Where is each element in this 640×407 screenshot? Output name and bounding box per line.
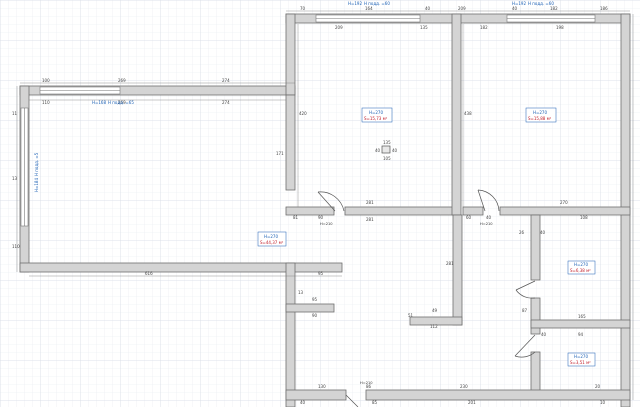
window-top-mid-sill: H подд. =60 bbox=[364, 1, 390, 6]
dim-hall-mid-1: 90 bbox=[312, 313, 318, 318]
dim-hall-left-1: 13 bbox=[298, 290, 304, 295]
window-left-top-sill: H подд. =65 bbox=[108, 100, 134, 105]
dim-partition-3: 281 bbox=[366, 200, 374, 205]
dim-partition-right-1: 60 bbox=[466, 215, 472, 220]
window-top-right-label: H=192 bbox=[512, 1, 526, 6]
dim-living-inner-3: 274 bbox=[222, 100, 230, 105]
dim-bottom-2: 86 bbox=[366, 384, 372, 389]
dim-bottom-4: 20 bbox=[595, 384, 601, 389]
dim-bath-1: 165 bbox=[578, 314, 586, 319]
dim-left-2: 13 bbox=[12, 176, 18, 181]
door-mid-room-label: H=210 bbox=[320, 222, 333, 226]
column-size-bottom: 105 bbox=[383, 156, 391, 161]
dim-right-inner-1: 182 bbox=[480, 25, 488, 30]
window-top-right-sill: H подд. =60 bbox=[528, 1, 554, 6]
room-right-height: H=270 bbox=[533, 110, 547, 115]
dim-mid-inner-2: 135 bbox=[420, 25, 428, 30]
door-labels: H=210 H=210 H=210 bbox=[320, 222, 493, 385]
column-size-top: 135 bbox=[383, 140, 391, 145]
dim-bottom-extra-4: 10 bbox=[600, 400, 606, 405]
dim-right-inner-2: 198 bbox=[556, 25, 564, 30]
dim-bottom-1: 130 bbox=[318, 384, 326, 389]
dim-living-bottom-2: 95 bbox=[318, 271, 324, 276]
dim-living-inner-2: 269 bbox=[118, 100, 126, 105]
dim-bath-2: 40 bbox=[541, 332, 547, 337]
door-right-room-label: H=210 bbox=[480, 222, 493, 226]
window-left-side-label: H=184 bbox=[34, 178, 39, 192]
room-bath-1-label: H=270 S=6,38 м² bbox=[567, 260, 596, 275]
dim-partition-right-2: 40 bbox=[486, 215, 492, 220]
column-size-side: 40 bbox=[375, 148, 381, 153]
room-labels: H=270 S=44,37 м² H=270 S=15,73 м² H=270 … bbox=[257, 107, 596, 367]
room-living-height: H=270 bbox=[264, 234, 278, 239]
dimension-texts: 70 164 40 209 40 182 186 209 135 182 198… bbox=[12, 6, 608, 405]
window-left-top-label: H=168 bbox=[92, 100, 106, 105]
dim-hall-left-2: 95 bbox=[312, 297, 318, 302]
walls bbox=[19, 13, 631, 407]
dim-bottom-extra-1: 40 bbox=[300, 400, 306, 405]
dim-bottom-extra-2: 85 bbox=[372, 400, 378, 405]
room-living-label: H=270 S=44,37 м² bbox=[257, 231, 287, 247]
dim-top-2: 164 bbox=[365, 6, 373, 11]
room-mid-height: H=270 bbox=[369, 110, 383, 115]
room-mid-label: H=270 S=15,73 м² bbox=[361, 107, 393, 123]
dim-top-6: 182 bbox=[550, 6, 558, 11]
room-bath-2-height: H=270 bbox=[574, 354, 588, 359]
dim-living-top-3: 274 bbox=[222, 78, 230, 83]
dim-corridor-1: 26 bbox=[519, 230, 525, 235]
dim-hall-mid-2: 112 bbox=[430, 324, 438, 329]
dim-top-1: 70 bbox=[300, 6, 306, 11]
dim-partition-2: 90 bbox=[318, 215, 324, 220]
column bbox=[381, 145, 391, 154]
dim-living-top-2: 269 bbox=[118, 78, 126, 83]
dim-partition-1: 81 bbox=[293, 215, 299, 220]
dim-bottom-extra-3: 201 bbox=[468, 400, 476, 405]
dim-top-3: 40 bbox=[425, 6, 431, 11]
dim-top-4: 209 bbox=[458, 6, 466, 11]
dim-bath-4: 87 bbox=[522, 308, 528, 313]
dim-partition-4: 281 bbox=[366, 217, 374, 222]
dim-top-7: 186 bbox=[600, 6, 608, 11]
column-size-right: 40 bbox=[392, 148, 398, 153]
room-mid-area: S=15,73 м² bbox=[364, 116, 388, 121]
dim-partition-right-3: 270 bbox=[560, 200, 568, 205]
dim-living-right-1: 171 bbox=[276, 151, 284, 156]
room-right-area: S=15,88 м² bbox=[528, 116, 552, 121]
dim-bottom-3: 230 bbox=[460, 384, 468, 389]
dim-living-inner-1: 110 bbox=[42, 100, 50, 105]
dimension-lines bbox=[16, 10, 634, 400]
dim-living-bottom-1: 616 bbox=[145, 271, 153, 276]
dim-corridor-3: 108 bbox=[580, 215, 588, 220]
dim-top-5: 40 bbox=[512, 6, 518, 11]
dim-left-1: 11 bbox=[12, 111, 18, 116]
window-labels: H=192 H подд. =60 H=192 H подд. =60 H=16… bbox=[34, 1, 554, 192]
room-right-label: H=270 S=15,88 м² bbox=[525, 107, 557, 123]
dim-hall-left-3: 281 bbox=[446, 261, 454, 266]
door-bottom-label: H=210 bbox=[360, 381, 373, 385]
dim-left-3: 110 bbox=[12, 244, 20, 249]
dim-bath-3: 94 bbox=[578, 332, 584, 337]
dim-mid-right-1: 420 bbox=[299, 111, 307, 116]
dim-mid-inner-1: 209 bbox=[335, 25, 343, 30]
room-bath-2-label: H=270 S=3,51 м² bbox=[567, 352, 596, 367]
room-living-area: S=44,37 м² bbox=[260, 240, 284, 245]
dim-corridor-2: 40 bbox=[540, 230, 546, 235]
room-bath-1-height: H=270 bbox=[574, 262, 588, 267]
room-bath-1-area: S=6,38 м² bbox=[570, 268, 591, 273]
windows bbox=[20, 14, 596, 227]
doors bbox=[317, 189, 536, 407]
room-bath-2-area: S=3,51 м² bbox=[570, 360, 591, 365]
window-left-side-sill: H подд. =5 bbox=[34, 152, 39, 176]
dim-right-right-1: 438 bbox=[464, 111, 472, 116]
dim-hall-mid-4: 49 bbox=[432, 308, 438, 313]
window-top-mid-label: H=192 bbox=[348, 1, 362, 6]
dim-hall-mid-3: 51 bbox=[408, 313, 414, 318]
dim-living-top-1: 100 bbox=[42, 78, 50, 83]
